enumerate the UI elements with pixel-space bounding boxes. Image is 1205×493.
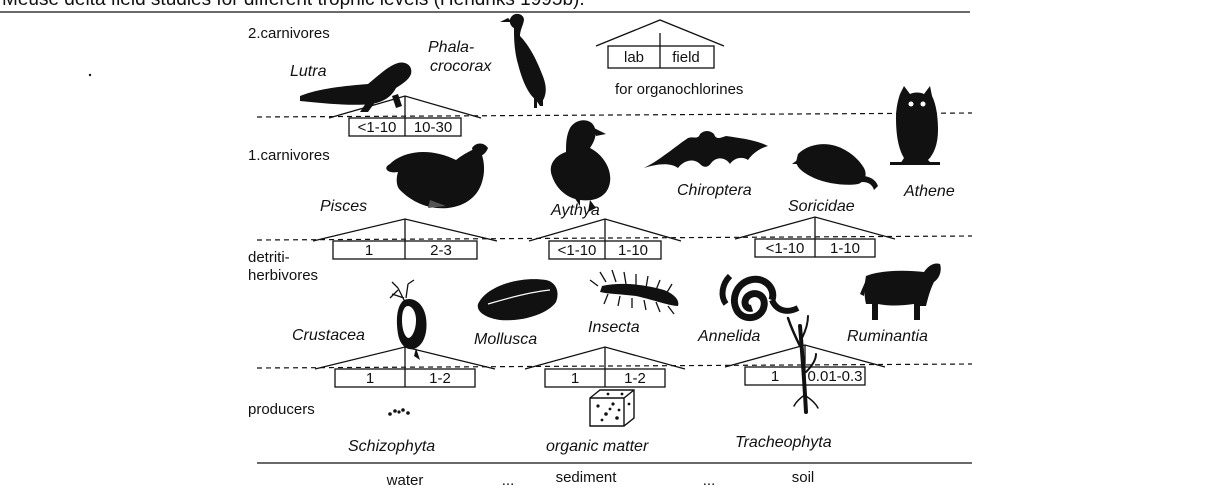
field-factor-value: 1-2 (624, 370, 646, 387)
level-herbivores: herbivores (248, 267, 318, 284)
taxon-mollusca: Mollusca (474, 331, 537, 348)
organic-matter-icon (590, 390, 634, 426)
level-1-carnivores: 1.carnivores (248, 147, 330, 164)
field-factor-value: 1-2 (429, 370, 451, 387)
legend-field-label: field (672, 49, 700, 66)
lab-factor-value: <1-10 (558, 242, 597, 259)
taxon-tracheophyta: Tracheophyta (735, 434, 832, 451)
field-factor-value: 10-30 (414, 119, 452, 136)
algae-icon (388, 408, 410, 416)
plant-icon (788, 316, 818, 412)
figure-title: Meuse delta field studies for different … (2, 0, 585, 10)
factor-house-b3: <1-10 1-10 (529, 219, 681, 259)
level-2-carnivores: 2.carnivores (248, 25, 330, 42)
field-factor-value: 1-10 (830, 240, 860, 257)
owl-icon (890, 86, 940, 165)
legend-house: lab field (596, 20, 724, 68)
bat-icon (644, 131, 768, 168)
fish-icon (386, 144, 488, 209)
field-factor-value: 1-10 (618, 242, 648, 259)
lab-factor-value: <1-10 (766, 240, 805, 257)
field-factor-value: 2-3 (430, 242, 452, 259)
legend-lab-label: lab (624, 49, 644, 66)
compartment-water: water (386, 472, 424, 489)
taxon-ruminantia: Ruminantia (847, 328, 928, 345)
taxon-pisces: Pisces (320, 198, 367, 215)
field-factor-value: 0.01-0.3 (807, 368, 862, 385)
speck (89, 74, 91, 76)
taxon-insecta: Insecta (588, 319, 640, 336)
compartment-sediment: sediment (556, 469, 618, 486)
duck-icon (551, 120, 610, 212)
lab-factor-value: <1-10 (358, 119, 397, 136)
taxon-athene: Athene (903, 183, 955, 200)
compartment-dots-2: ... (703, 472, 716, 489)
earthworm-icon (723, 276, 798, 318)
taxon-chiroptera: Chiroptera (677, 182, 752, 199)
cow-icon (860, 263, 941, 320)
insect-larva-icon (590, 270, 678, 314)
taxon-schizophyta: Schizophyta (348, 438, 435, 455)
lab-factor-value: 1 (365, 242, 373, 259)
lab-factor-value: 1 (571, 370, 579, 387)
lab-factor-value: 1 (366, 370, 374, 387)
taxon-organic-matter: organic matter (546, 438, 649, 455)
mussel-icon (478, 279, 558, 320)
cormorant-icon (500, 14, 546, 108)
taxon-soricidae: Soricidae (788, 198, 855, 215)
compartment-soil: soil (792, 469, 815, 486)
water-flea-icon (390, 280, 427, 360)
taxon-lutra: Lutra (290, 63, 327, 80)
taxon-annelida: Annelida (697, 328, 760, 345)
lab-factor-value: 1 (771, 368, 779, 385)
taxon-crustacea: Crustacea (292, 327, 365, 344)
compartment-dots-1: ... (502, 472, 515, 489)
taxon-phala: Phala- (428, 39, 474, 56)
taxon-crocorax: crocorax (430, 58, 492, 75)
shrew-icon (792, 144, 878, 190)
factor-house-b6: 1 1-2 (525, 347, 685, 387)
legend-caption: for organochlorines (615, 81, 743, 98)
boundary-line-1 (257, 113, 972, 117)
level-detriti: detriti- (248, 249, 290, 266)
level-producers: producers (248, 401, 315, 418)
